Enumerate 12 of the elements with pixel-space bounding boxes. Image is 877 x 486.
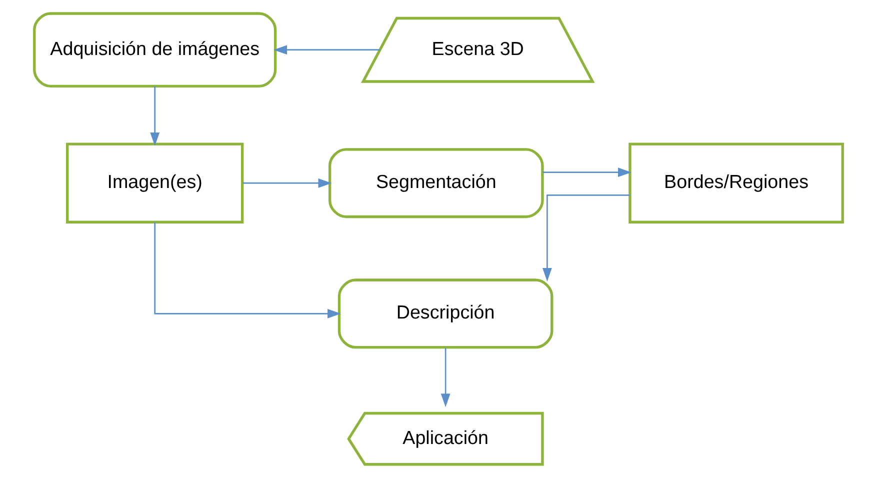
arrow [150,86,160,146]
arrow [542,194,630,282]
node-box: Descripción [338,278,554,349]
node-box: Imagen(es) [66,142,244,224]
arrow [542,168,632,178]
arrow [274,45,380,55]
node-box: Adquisición de imágenes [33,12,277,88]
arrow [440,348,450,408]
node-box: Bordes/Regiones [628,142,844,224]
arrow [154,222,341,318]
node-box: Segmentación [328,148,544,218]
arrow [242,178,332,188]
